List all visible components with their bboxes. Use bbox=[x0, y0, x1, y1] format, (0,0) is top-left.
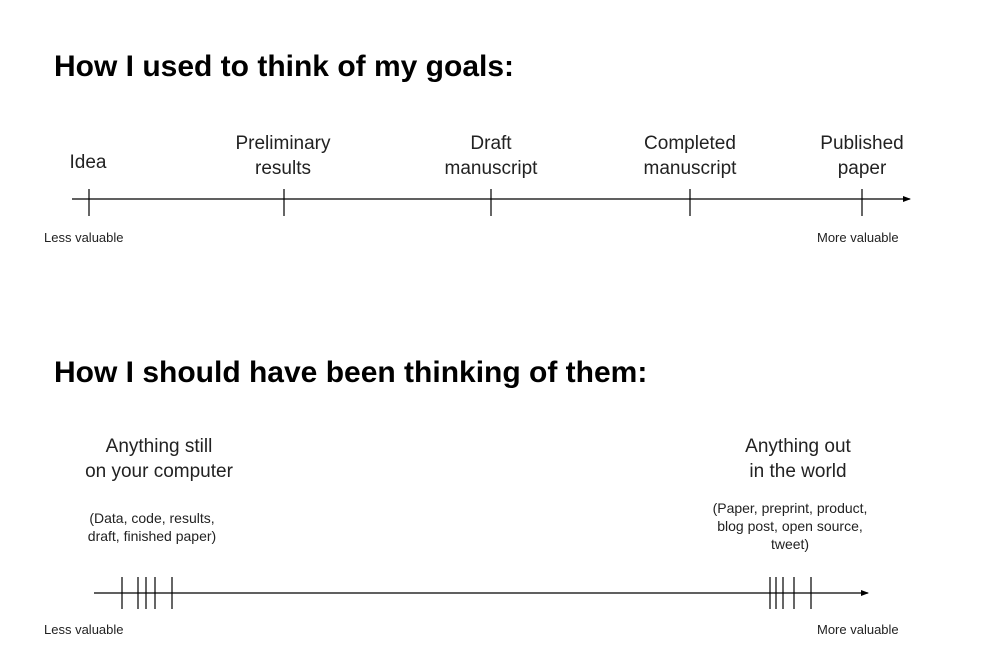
group-on-computer-line2: on your computer bbox=[85, 461, 233, 482]
group-on-computer-note-line2: draft, finished paper) bbox=[87, 528, 217, 544]
milestone-completed-manuscript: Completed manuscript bbox=[620, 131, 760, 181]
group-on-computer: Anything still on your computer bbox=[59, 434, 259, 484]
milestone-draft-line1: Draft bbox=[470, 133, 512, 154]
milestone-idea: Idea bbox=[48, 150, 128, 175]
group-in-world-note-line3: tweet) bbox=[770, 536, 810, 552]
group-in-world-note: (Paper, preprint, product, blog post, op… bbox=[690, 499, 890, 553]
milestone-published-line2: paper bbox=[837, 158, 887, 179]
milestone-preliminary-results: Preliminary results bbox=[213, 131, 353, 181]
group-on-computer-line1: Anything still bbox=[105, 436, 213, 457]
milestone-draft-line2: manuscript bbox=[444, 158, 538, 179]
section1-more-valuable: More valuable bbox=[817, 230, 899, 245]
group-in-world-note-line2: blog post, open source, bbox=[717, 518, 863, 534]
timeline2-left-tick-cluster bbox=[121, 577, 173, 609]
section1-less-valuable: Less valuable bbox=[44, 230, 124, 245]
section2-less-valuable: Less valuable bbox=[44, 622, 124, 637]
milestone-idea-line1: Idea bbox=[69, 152, 107, 173]
milestone-published-line1: Published bbox=[820, 133, 904, 154]
section1-heading: How I used to think of my goals: bbox=[54, 50, 515, 83]
milestone-completed-line1: Completed bbox=[644, 133, 736, 154]
group-in-world-line2: in the world bbox=[749, 461, 847, 482]
group-in-world: Anything out in the world bbox=[698, 434, 898, 484]
milestone-draft-manuscript: Draft manuscript bbox=[421, 131, 561, 181]
section2-heading: How I should have been thinking of them: bbox=[54, 356, 648, 389]
group-on-computer-note: (Data, code, results, draft, finished pa… bbox=[62, 509, 242, 545]
section2-more-valuable: More valuable bbox=[817, 622, 899, 637]
timeline2-right-tick-cluster bbox=[769, 577, 812, 609]
milestone-completed-line2: manuscript bbox=[643, 158, 737, 179]
group-on-computer-note-line1: (Data, code, results, bbox=[89, 510, 215, 526]
milestone-preliminary-line1: Preliminary bbox=[235, 133, 331, 154]
group-in-world-line1: Anything out bbox=[745, 436, 851, 457]
milestone-published-paper: Published paper bbox=[792, 131, 932, 181]
milestone-preliminary-line2: results bbox=[255, 158, 311, 179]
group-in-world-note-line1: (Paper, preprint, product, bbox=[712, 500, 868, 516]
